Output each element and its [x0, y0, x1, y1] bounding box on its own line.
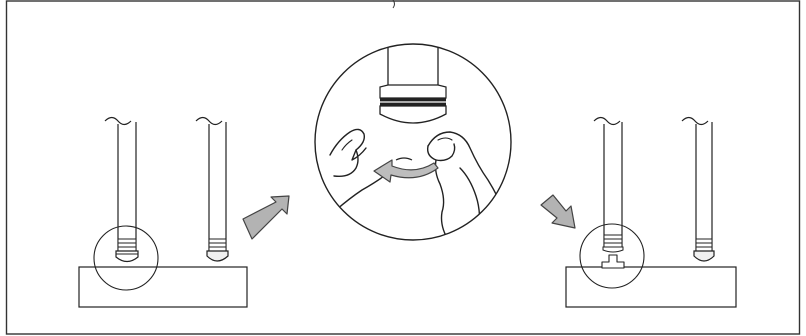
arrow-down-right-icon — [540, 194, 576, 229]
detail-cover-piece — [395, 157, 413, 161]
left-hand-icon — [329, 128, 385, 211]
right-probe-2-band — [695, 238, 713, 252]
right-probe-2 — [681, 116, 715, 262]
left-probe-2-band — [208, 238, 227, 252]
right-probe-1 — [593, 116, 625, 269]
detail-probe-tip — [379, 105, 447, 124]
detail-circle — [314, 43, 512, 241]
left-probe-1 — [104, 116, 139, 263]
right-base-block — [565, 266, 737, 308]
top-edge-mark — [392, 0, 395, 9]
left-probe-1-cover — [115, 250, 139, 263]
center-detail-panel — [314, 43, 512, 241]
left-base-block — [78, 266, 248, 308]
left-probe-2-tip — [206, 250, 229, 262]
left-probe-1-break-icon — [104, 116, 132, 126]
arrow-right-icon — [242, 195, 290, 240]
diagram-frame — [5, 0, 801, 335]
right-probe-1-band — [603, 234, 623, 248]
right-magnify-circle — [579, 223, 645, 289]
left-probe-2-break-icon — [195, 116, 223, 126]
right-probe-1-break-icon — [593, 116, 621, 126]
right-probe-2-tip — [693, 250, 715, 262]
right-panel — [565, 116, 737, 308]
left-probe-1-band — [117, 238, 137, 252]
right-probe-2-break-icon — [681, 116, 709, 126]
curved-arrow-icon — [373, 159, 439, 183]
left-magnify-circle — [93, 225, 159, 291]
left-panel — [78, 116, 248, 308]
detached-cover — [601, 254, 625, 269]
detail-probe — [379, 44, 447, 124]
left-probe-2 — [195, 116, 229, 262]
